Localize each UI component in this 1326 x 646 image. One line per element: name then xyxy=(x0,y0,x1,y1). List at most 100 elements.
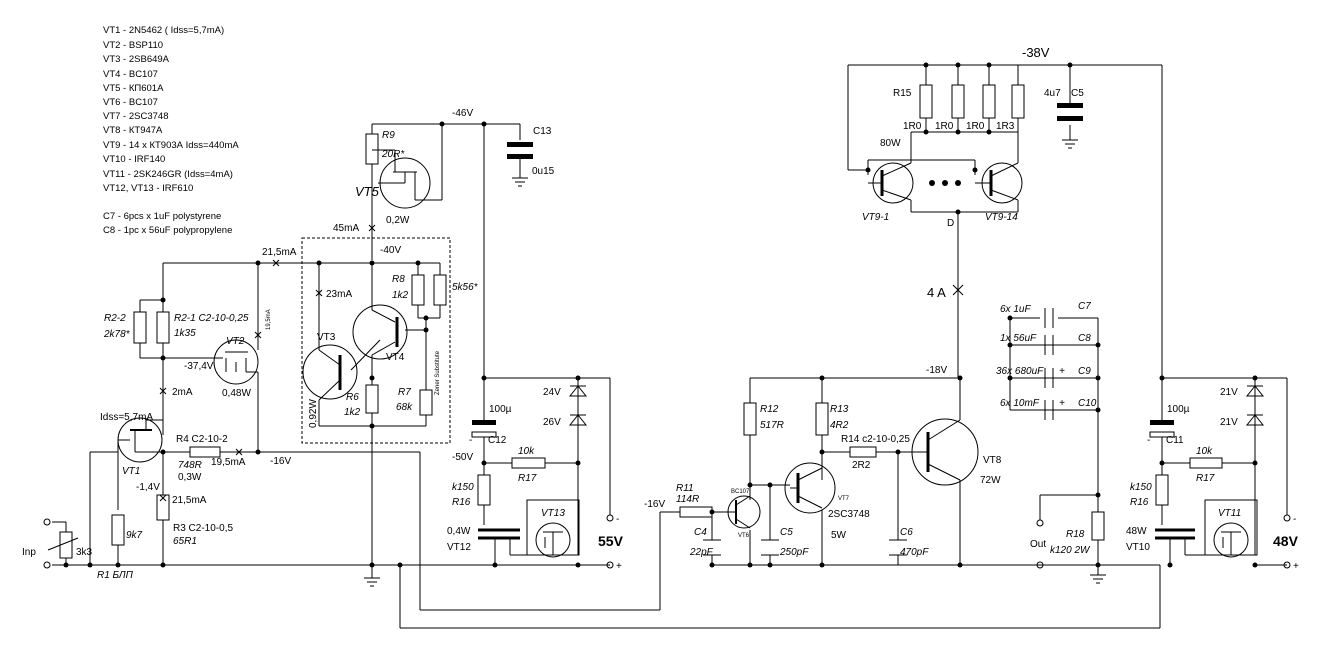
parts-line: VT1 - 2N5462 ( Idss=5,7mA) xyxy=(103,25,224,36)
resistor-r6 xyxy=(365,384,379,414)
label: 23mA xyxy=(326,289,352,300)
label: 1R3 xyxy=(996,121,1015,132)
resistor-r12 xyxy=(743,402,757,436)
capacitor-c11 xyxy=(1150,420,1174,425)
capacitor-c13 xyxy=(507,142,533,147)
resistor-r17-b xyxy=(1189,457,1223,469)
label: R9 xyxy=(382,130,395,141)
label: 5W xyxy=(831,530,847,541)
label: 21,5mA xyxy=(172,495,207,506)
label: R15 xyxy=(893,88,912,99)
label: 0u15 xyxy=(532,166,555,177)
zener-diodes xyxy=(568,385,1265,426)
parts-line: VT7 - 2SC3748 xyxy=(103,111,168,122)
transistor-vt5 xyxy=(378,157,443,209)
label: 0,92W xyxy=(308,399,319,428)
label: C9 xyxy=(1078,366,1091,377)
terminal-output xyxy=(1036,519,1044,527)
label: 24V xyxy=(543,387,561,398)
label: 5k56* xyxy=(452,282,479,293)
resistor-5k56 xyxy=(433,274,447,306)
parts-line: VT5 - КП601А xyxy=(103,83,164,94)
label: + xyxy=(616,561,622,572)
label: -18V xyxy=(926,365,947,376)
terminal-48v-minus xyxy=(1283,514,1291,522)
resistor-r15-4 xyxy=(1011,84,1025,119)
label: 21V xyxy=(1220,387,1238,398)
label: 55V xyxy=(598,533,624,549)
current-markers xyxy=(159,224,964,502)
label: 65R1 xyxy=(173,536,197,547)
label: 20R* xyxy=(381,149,405,160)
label: R17 xyxy=(518,473,537,484)
resistor-r8 xyxy=(411,274,425,306)
parts-list: VT1 - 2N5462 ( Idss=5,7mA) VT2 - BSP110 … xyxy=(103,25,239,236)
label: Zener Substitute xyxy=(435,350,441,395)
resistor-r3 xyxy=(156,494,170,521)
label: 48W xyxy=(1126,526,1147,537)
label: 80W xyxy=(880,138,901,149)
label: + xyxy=(1059,398,1065,409)
label: 0,48W xyxy=(222,388,251,399)
label: 4u7 xyxy=(1044,88,1061,99)
resistor-r15-2 xyxy=(951,84,965,119)
label: - xyxy=(1147,435,1150,446)
label: - xyxy=(469,435,472,446)
label: -38V xyxy=(1022,45,1050,60)
label: k150 xyxy=(1130,482,1152,493)
label: 0,3W xyxy=(178,472,202,483)
label: 21V xyxy=(1220,417,1238,428)
label: 470pF xyxy=(900,547,929,558)
terminal-input-ground xyxy=(43,561,51,569)
label: 72W xyxy=(980,475,1001,486)
label: R12 xyxy=(760,404,779,415)
label: -1,4V xyxy=(136,482,160,493)
label: 21,5mA xyxy=(262,247,297,258)
label: VT12 xyxy=(447,542,471,553)
label: 48V xyxy=(1273,533,1299,549)
label: Idss=5,7mA xyxy=(100,412,153,423)
label: VT9-14 xyxy=(985,212,1018,223)
zener-26v xyxy=(568,414,588,426)
zener-substitute-box xyxy=(301,237,451,444)
label: VT1 xyxy=(122,466,140,477)
transistors xyxy=(117,157,1258,558)
parts-line: VT8 - КТ947А xyxy=(103,125,163,136)
grounds xyxy=(364,139,1106,587)
transistor-vt12 xyxy=(478,528,527,556)
label: 26V xyxy=(543,417,561,428)
transistor-vt3 xyxy=(302,344,372,427)
transistor-vt11 xyxy=(1204,499,1258,558)
label: VT11 xyxy=(1218,508,1241,519)
parts-line: VT12, VT13 - IRF610 xyxy=(103,183,193,194)
parts-line: VT4 - BC107 xyxy=(103,69,158,80)
label: C12 xyxy=(488,435,507,446)
label: 6x 1uF xyxy=(1000,304,1031,315)
label: 2k78* xyxy=(103,329,131,340)
label: R4 C2-10-2 xyxy=(176,434,228,445)
label: 6x 10mF xyxy=(1000,398,1040,409)
resistor-9k7 xyxy=(111,514,125,546)
array-ellipsis-dot xyxy=(955,180,961,186)
label: 22pF xyxy=(689,547,714,558)
terminal-55v-minus xyxy=(606,514,614,522)
parts-line: VT11 - 2SK246GR (Idss=4mA) xyxy=(103,169,233,180)
resistor-r4 xyxy=(189,446,221,458)
parts-line: VT3 - 2SB649A xyxy=(103,54,170,65)
terminal-input xyxy=(43,518,51,526)
terminal-48v-plus xyxy=(1283,561,1291,569)
resistor-r18 xyxy=(1091,511,1105,541)
resistor-r15-3 xyxy=(982,84,996,119)
capacitors xyxy=(471,103,1175,556)
label: 68k xyxy=(396,402,413,413)
label: R1 БЛП xyxy=(97,570,134,581)
label: -50V xyxy=(452,452,473,463)
label: 4 A xyxy=(927,285,946,300)
label: 10k xyxy=(518,446,535,457)
label: 19,5mA xyxy=(211,457,246,468)
resistor-r16-a xyxy=(477,474,491,506)
resistor-r7 xyxy=(419,389,433,416)
label: 1k2 xyxy=(344,407,361,418)
transistor-vt6 xyxy=(727,495,761,529)
